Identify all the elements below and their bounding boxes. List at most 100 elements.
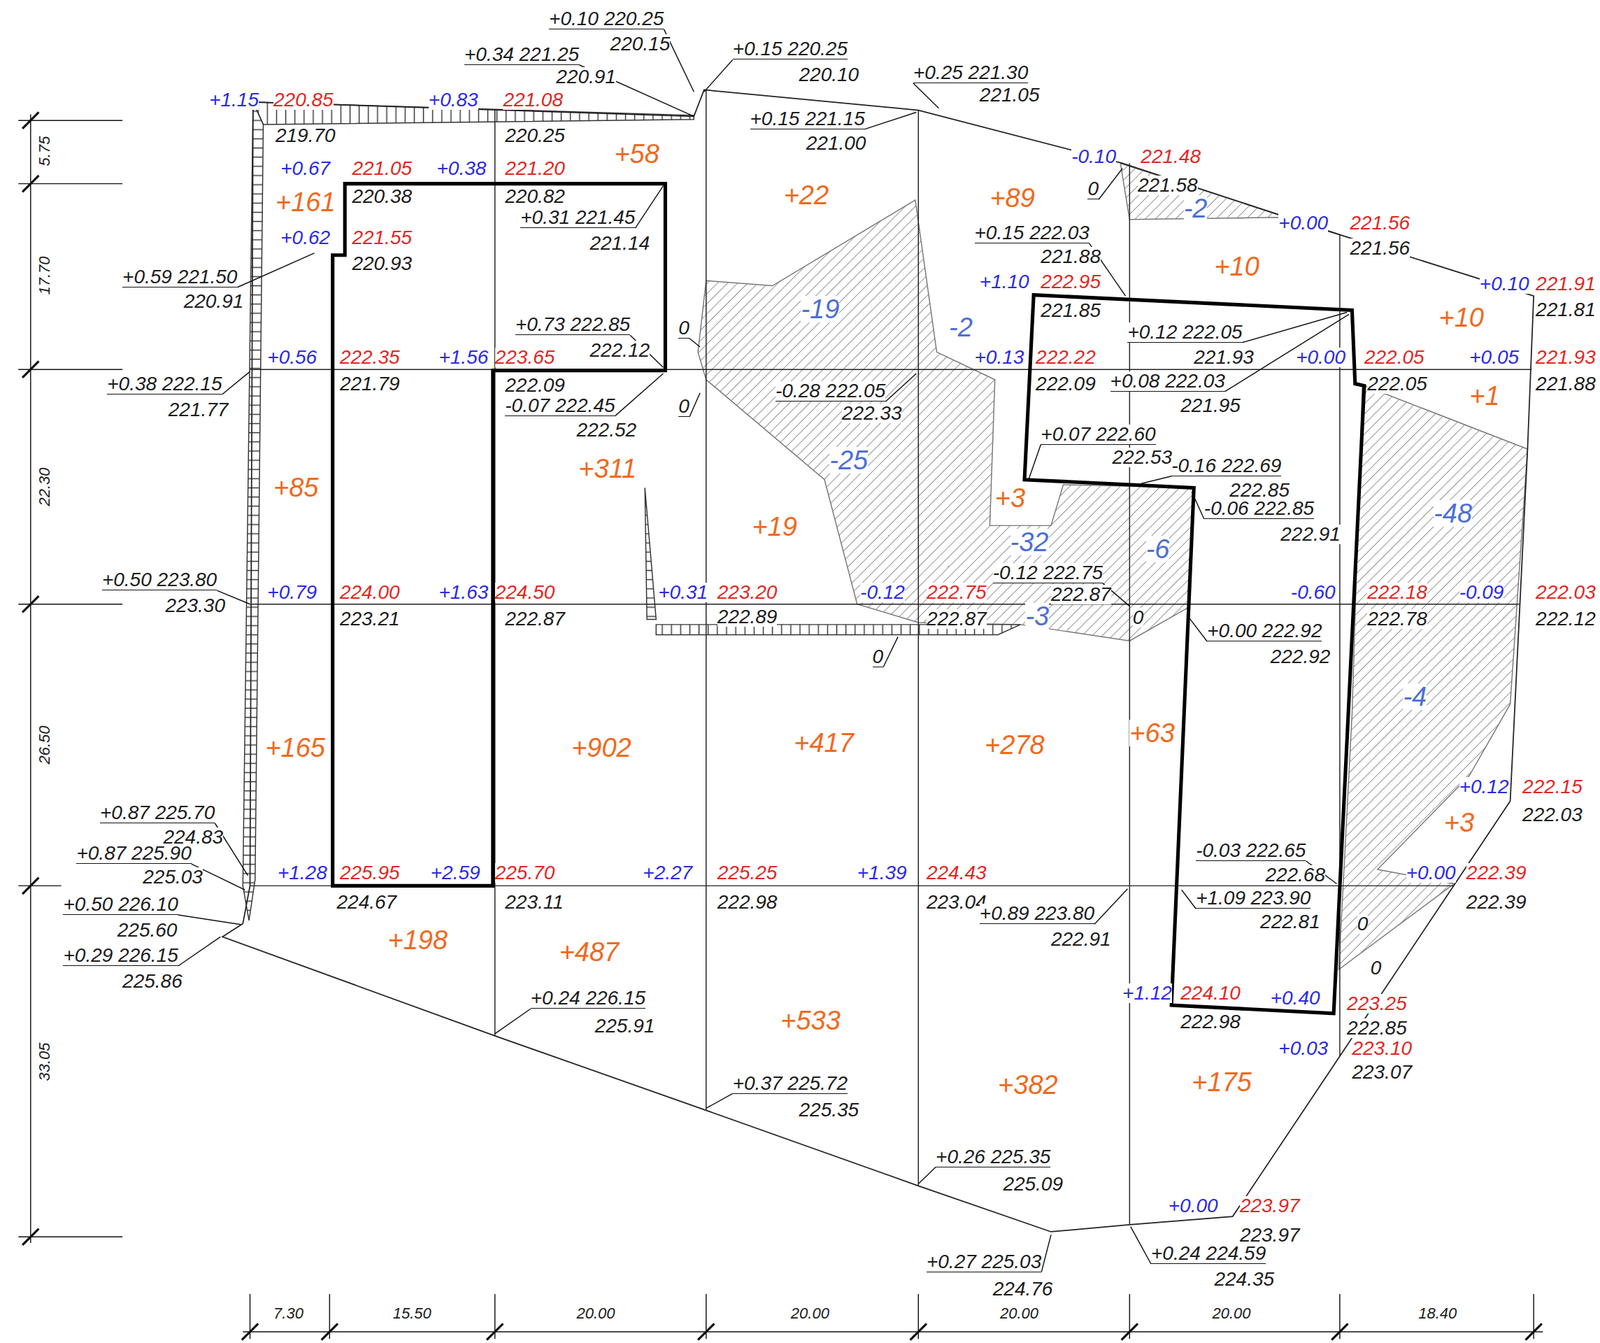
working-mark: +0.12 — [1459, 776, 1510, 797]
extension-line — [18, 368, 123, 370]
grid-line — [250, 603, 1520, 605]
dimension-tick — [486, 1323, 503, 1340]
zero-point: 0 — [1087, 179, 1099, 200]
elevation-callout: +0.50 223.80 — [102, 569, 217, 591]
zero-point: 0 — [872, 646, 884, 668]
natural-elevation: 220.93 — [351, 253, 412, 274]
working-mark: +1.15 — [209, 90, 259, 110]
natural-elevation: 220.91 — [555, 67, 617, 87]
dimension-text: 20.00 — [1212, 1305, 1252, 1321]
cut-zone — [697, 200, 1194, 641]
natural-elevation: 221.05 — [979, 85, 1040, 105]
natural-elevation: 222.87 — [1051, 584, 1112, 605]
natural-elevation: 221.81 — [1535, 300, 1596, 320]
working-mark: +0.56 — [267, 347, 317, 368]
fill-volume: +63 — [1129, 719, 1175, 747]
design-elevation: 224.10 — [1180, 983, 1241, 1003]
fill-volume: +85 — [273, 474, 319, 501]
natural-elevation: 221.77 — [168, 400, 229, 420]
design-elevation: 225.95 — [339, 862, 400, 883]
dimension-tick — [697, 1323, 714, 1340]
elevation-callout: +0.87 225.70 — [100, 802, 215, 824]
elevation-callout: -0.16 222.69 — [1171, 455, 1282, 477]
elevation-callout: +0.12 222.05 — [1127, 322, 1242, 343]
leader-line — [706, 1093, 733, 1108]
dimension-tick — [1121, 1323, 1138, 1340]
dimension-text: 33.05 — [37, 1041, 53, 1081]
dimension-text: 20.00 — [1000, 1305, 1039, 1321]
natural-elevation: 219.70 — [275, 125, 336, 146]
fill-volume: +902 — [571, 734, 632, 761]
dimension-text: 15.50 — [393, 1305, 432, 1321]
design-elevation: 222.75 — [926, 582, 987, 603]
site-boundary — [222, 89, 1534, 1232]
dimension-tick — [241, 1323, 259, 1340]
natural-elevation: 223.04 — [926, 892, 987, 912]
natural-elevation: 221.88 — [1535, 374, 1596, 394]
fill-volume: +382 — [997, 1071, 1059, 1098]
natural-elevation: 223.30 — [165, 595, 226, 616]
design-elevation: 222.03 — [1535, 582, 1596, 603]
working-mark: +0.79 — [267, 582, 317, 603]
natural-elevation: 222.52 — [576, 420, 637, 440]
extension-line — [18, 1236, 123, 1238]
leader-line — [883, 636, 898, 667]
natural-elevation: 225.09 — [1002, 1174, 1063, 1194]
elevation-callout: +0.25 221.30 — [913, 62, 1028, 84]
natural-elevation: 222.91 — [1051, 929, 1112, 949]
elevation-callout: +0.37 225.72 — [732, 1073, 848, 1094]
buildings — [332, 183, 1365, 1014]
natural-elevation: 222.12 — [589, 340, 650, 361]
leader-line — [689, 338, 700, 347]
working-mark: +0.40 — [1270, 988, 1321, 1008]
dimension-tick — [22, 175, 39, 192]
natural-elevation: 225.91 — [595, 1016, 656, 1036]
natural-elevation: 222.87 — [926, 609, 987, 629]
design-elevation: 221.20 — [504, 158, 566, 179]
fill-volume: +278 — [984, 731, 1045, 759]
elevation-callout: +1.09 223.90 — [1195, 888, 1311, 909]
dimension-lines — [18, 111, 1543, 1340]
elevation-callout: +0.27 225.03 — [926, 1251, 1042, 1273]
design-elevation: 224.00 — [339, 582, 400, 603]
working-mark: +1.63 — [438, 582, 489, 603]
cut-volume: -19 — [800, 295, 840, 323]
elevation-callout: +0.24 224.59 — [1151, 1243, 1266, 1264]
elevation-callout: +0.15 222.03 — [974, 223, 1090, 244]
building-outline — [332, 183, 666, 887]
natural-elevation: 225.03 — [142, 867, 203, 887]
natural-elevation: 220.15 — [610, 34, 671, 54]
extension-line — [18, 603, 123, 605]
leader-line — [1181, 889, 1196, 909]
dimension-line — [30, 113, 31, 1243]
design-elevation: 222.05 — [1364, 347, 1425, 368]
working-mark: +0.00 — [1168, 1195, 1219, 1216]
natural-elevation: 222.39 — [1466, 892, 1527, 912]
natural-elevation: 222.78 — [1367, 609, 1428, 629]
natural-elevation: 221.95 — [1180, 395, 1241, 416]
elevation-callout: -0.28 222.05 — [775, 381, 886, 402]
fill-volume: +487 — [559, 938, 620, 966]
elevation-callout: -0.07 222.45 — [504, 395, 615, 417]
dimension-tick — [910, 1323, 927, 1340]
natural-elevation: 222.98 — [1180, 1011, 1241, 1032]
natural-elevation: 222.92 — [1270, 646, 1331, 667]
fill-volume: +311 — [578, 455, 637, 482]
working-mark: +2.27 — [642, 862, 693, 883]
natural-elevation: 222.33 — [841, 403, 903, 424]
dimension-line — [242, 1330, 1543, 1332]
natural-elevation: 222.91 — [1280, 524, 1341, 545]
natural-elevation: 222.98 — [717, 892, 778, 912]
leader-line — [1242, 311, 1347, 342]
elevation-callout: +0.38 222.15 — [106, 374, 222, 395]
design-elevation: 221.91 — [1535, 274, 1596, 294]
working-mark: +0.31 — [658, 582, 708, 603]
natural-elevation: 222.09 — [504, 375, 566, 396]
leader-lines — [178, 29, 1349, 1273]
cut-volume: -25 — [829, 446, 868, 474]
leader-line — [634, 186, 663, 229]
leader-line — [221, 371, 250, 395]
natural-elevation: 224.35 — [1213, 1269, 1275, 1289]
fill-volume: +19 — [751, 513, 797, 540]
elevation-callout: +0.87 225.90 — [76, 843, 191, 864]
